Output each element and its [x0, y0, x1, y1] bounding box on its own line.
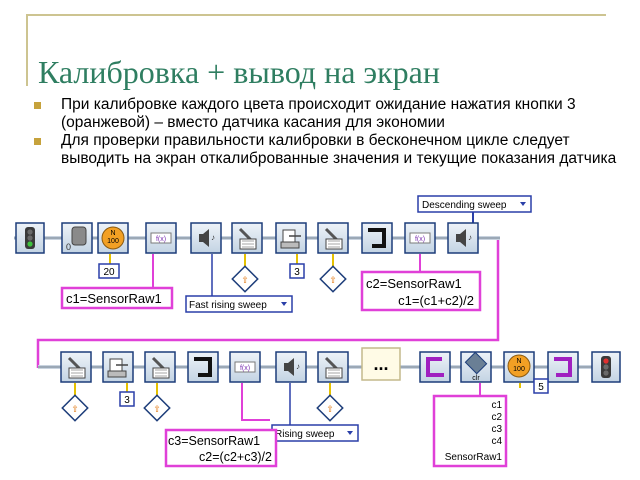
color-sensor-block[interactable] [317, 351, 349, 383]
svg-text:3: 3 [294, 267, 300, 278]
data-wires-row2-yellow [74, 383, 521, 396]
start-block[interactable] [15, 222, 45, 254]
sensor-port-icon: ⇧ [231, 265, 259, 293]
svg-text:⇧: ⇧ [329, 275, 337, 285]
svg-text:...: ... [373, 354, 388, 374]
svg-text:⇧: ⇧ [71, 404, 79, 414]
svg-text:5: 5 [538, 382, 544, 393]
svg-text:c3=SensorRaw1: c3=SensorRaw1 [168, 434, 260, 448]
wait-button-block[interactable] [102, 351, 134, 383]
chevron-down-icon [347, 431, 353, 435]
more-blocks-placeholder: ... [361, 347, 401, 381]
fast-rising-sweep-dropdown[interactable]: Fast rising sweep [185, 295, 293, 313]
port-value[interactable]: 3 [119, 391, 135, 407]
formula-block[interactable]: f(x) [145, 222, 177, 254]
dropdown-label: Descending sweep [422, 200, 507, 211]
bullet-marker [34, 138, 41, 145]
data-wires-row1-yellow2 [244, 254, 334, 266]
svg-text:♪: ♪ [296, 362, 300, 371]
loop-counter-block[interactable]: N 100 [503, 351, 535, 383]
wait-time-value[interactable]: 20 [98, 263, 120, 279]
fx-label: f(x) [156, 236, 166, 243]
svg-text:20: 20 [103, 267, 115, 278]
svg-text:c2=(c2+c3)/2: c2=(c2+c3)/2 [199, 450, 272, 464]
bullet-marker [34, 102, 41, 109]
switch-end-block[interactable] [419, 351, 451, 383]
formula-c3-box[interactable]: c3=SensorRaw1 c2=(c2+c3)/2 [164, 428, 278, 468]
dropdown-label: Fast rising sweep [189, 300, 267, 311]
formula-block[interactable]: f(x) [404, 222, 436, 254]
svg-text:c2: c2 [491, 412, 502, 423]
formula-c2-box[interactable]: c2=SensorRaw1 c1=(c1+c2)/2 [360, 270, 482, 312]
switch-block[interactable] [361, 222, 393, 254]
bullet-item: Для проверки правильности калибровки в б… [34, 132, 634, 168]
svg-text:c1=SensorRaw1: c1=SensorRaw1 [66, 291, 162, 306]
svg-text:c1: c1 [491, 400, 502, 411]
loop-count-label: 100 [107, 238, 119, 245]
data-wires-row1-yellow [109, 254, 298, 266]
svg-text:c4: c4 [491, 436, 502, 447]
display-block[interactable]: clr [460, 351, 492, 383]
display-text-list[interactable]: c1 c2 c3 c4 SensorRaw1 [432, 394, 508, 468]
bullet-text: Для проверки правильности калибровки в б… [61, 132, 617, 167]
color-sensor-block[interactable] [60, 351, 92, 383]
slide-frame-left [26, 14, 28, 86]
reset-sensor-block[interactable]: 0 [61, 222, 93, 254]
svg-text:♪: ♪ [468, 233, 472, 242]
chevron-down-icon [520, 202, 526, 206]
svg-text:3: 3 [124, 395, 130, 406]
svg-text:c1=(c1+c2)/2: c1=(c1+c2)/2 [398, 293, 474, 308]
chevron-down-icon [281, 302, 287, 306]
svg-text:c3: c3 [491, 424, 502, 435]
bullet-item: При калибровке каждого цвета происходит … [34, 96, 634, 132]
wait-button-block[interactable] [275, 222, 307, 254]
loop-count-label: 100 [513, 366, 525, 373]
formula-c1-box[interactable]: c1=SensorRaw1 [60, 286, 174, 310]
fx-label: f(x) [240, 365, 250, 372]
slide-title: Калибровка + вывод на экран [38, 54, 440, 90]
sound-block[interactable]: ♪ [447, 222, 479, 254]
loop-n-label: N [516, 358, 521, 365]
sound-block[interactable]: ♪ [190, 222, 222, 254]
bullet-text: При калибровке каждого цвета происходит … [61, 96, 576, 131]
svg-text:0: 0 [66, 242, 71, 252]
rising-sweep-dropdown[interactable]: Rising sweep [271, 424, 359, 442]
color-sensor-block[interactable] [231, 222, 263, 254]
sensor-port-icon: ⇧ [143, 394, 171, 422]
wait-time-value[interactable]: 5 [533, 378, 549, 394]
color-sensor-block[interactable] [144, 351, 176, 383]
descending-sweep-dropdown[interactable]: Descending sweep [417, 195, 532, 213]
svg-text:c2=SensorRaw1: c2=SensorRaw1 [366, 276, 462, 291]
svg-text:⇧: ⇧ [241, 275, 249, 285]
sensor-port-icon: ⇧ [61, 394, 89, 422]
sensor-port-icon: ⇧ [319, 265, 347, 293]
bullet-list: При калибровке каждого цвета происходит … [34, 96, 634, 168]
fx-label: f(x) [415, 236, 425, 243]
loop-end-block[interactable] [547, 351, 579, 383]
sensor-port-icon: ⇧ [316, 394, 344, 422]
port-value[interactable]: 3 [289, 263, 305, 279]
switch-block[interactable] [187, 351, 219, 383]
clr-label: clr [472, 375, 480, 382]
stop-block[interactable] [591, 351, 621, 383]
formula-block[interactable]: f(x) [229, 351, 261, 383]
sound-block[interactable]: ♪ [275, 351, 307, 383]
svg-text:SensorRaw1: SensorRaw1 [445, 452, 503, 463]
svg-text:⇧: ⇧ [153, 404, 161, 414]
loop-n-label: N [110, 230, 115, 237]
svg-text:♪: ♪ [211, 233, 215, 242]
svg-text:⇧: ⇧ [326, 404, 334, 414]
dropdown-label: Rising sweep [275, 429, 335, 440]
slide-frame-top [26, 14, 606, 16]
loop-counter-block[interactable]: N 100 [97, 222, 129, 254]
color-sensor-block[interactable] [317, 222, 349, 254]
